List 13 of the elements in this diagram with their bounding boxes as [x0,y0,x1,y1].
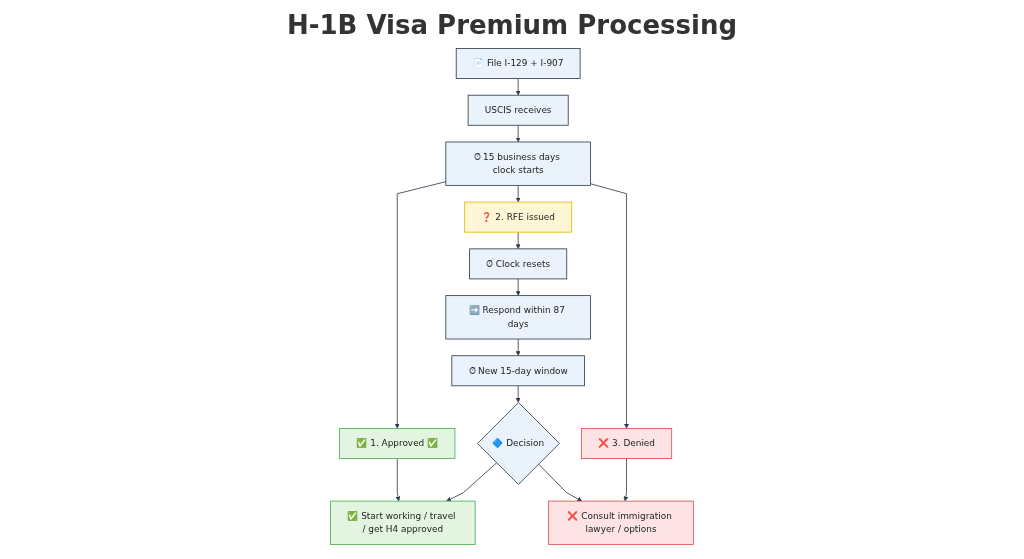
node-box: ⏱ 15 business days clock starts [445,141,592,186]
node-box: ➡ Respond within 87 days [445,295,592,340]
node-box: ✅ Start working / travel / get H4 approved [330,500,476,545]
node-diamond: 🔷 Decision [477,402,560,485]
node-box: ❓ 2. RFE issued [464,201,573,233]
node-box: ❌ Consult immigration lawyer / options [548,500,694,545]
node-box: ⏱ New 15-day window [451,355,586,387]
node-box: 📄 File I-129 + I-907 [455,48,581,79]
node-box: ✅ 1. Approved ✅ [339,428,456,459]
node-box: ⏱ Clock resets [469,248,568,280]
node-box: USCIS receives [467,94,569,126]
diagram-title: H-1B Visa Premium Processing [285,10,739,40]
node-box: ❌ 3. Denied [581,428,673,459]
